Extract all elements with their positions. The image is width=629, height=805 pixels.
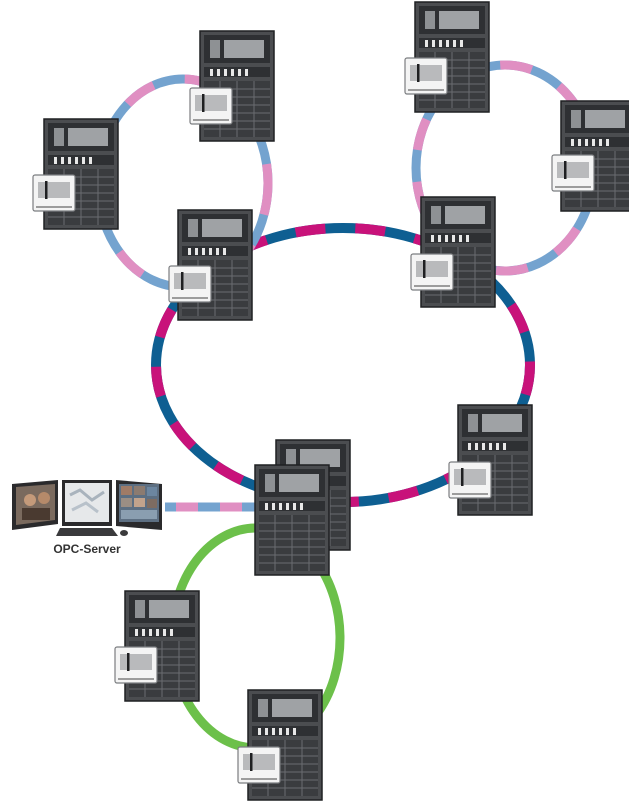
network-module-icon: [448, 461, 492, 499]
network-module-icon: [114, 646, 158, 684]
fire-panel-icon: [414, 1, 490, 113]
opc-server-label: OPC-Server: [53, 542, 121, 556]
fire-panel-icon: [254, 464, 330, 576]
fire-panel-icon: [177, 209, 253, 321]
network-module-icon: [551, 154, 595, 192]
network-module-icon: [32, 174, 76, 212]
network-module-icon: [168, 265, 212, 303]
network-module-icon: [189, 87, 233, 125]
opc-server-workstation-icon: [12, 480, 162, 536]
network-module-icon: [237, 746, 281, 784]
network-module-icon: [404, 57, 448, 95]
fire-panel-icon: [124, 590, 200, 702]
fire-panel-icon: [43, 118, 119, 230]
network-module-icon: [410, 253, 454, 291]
